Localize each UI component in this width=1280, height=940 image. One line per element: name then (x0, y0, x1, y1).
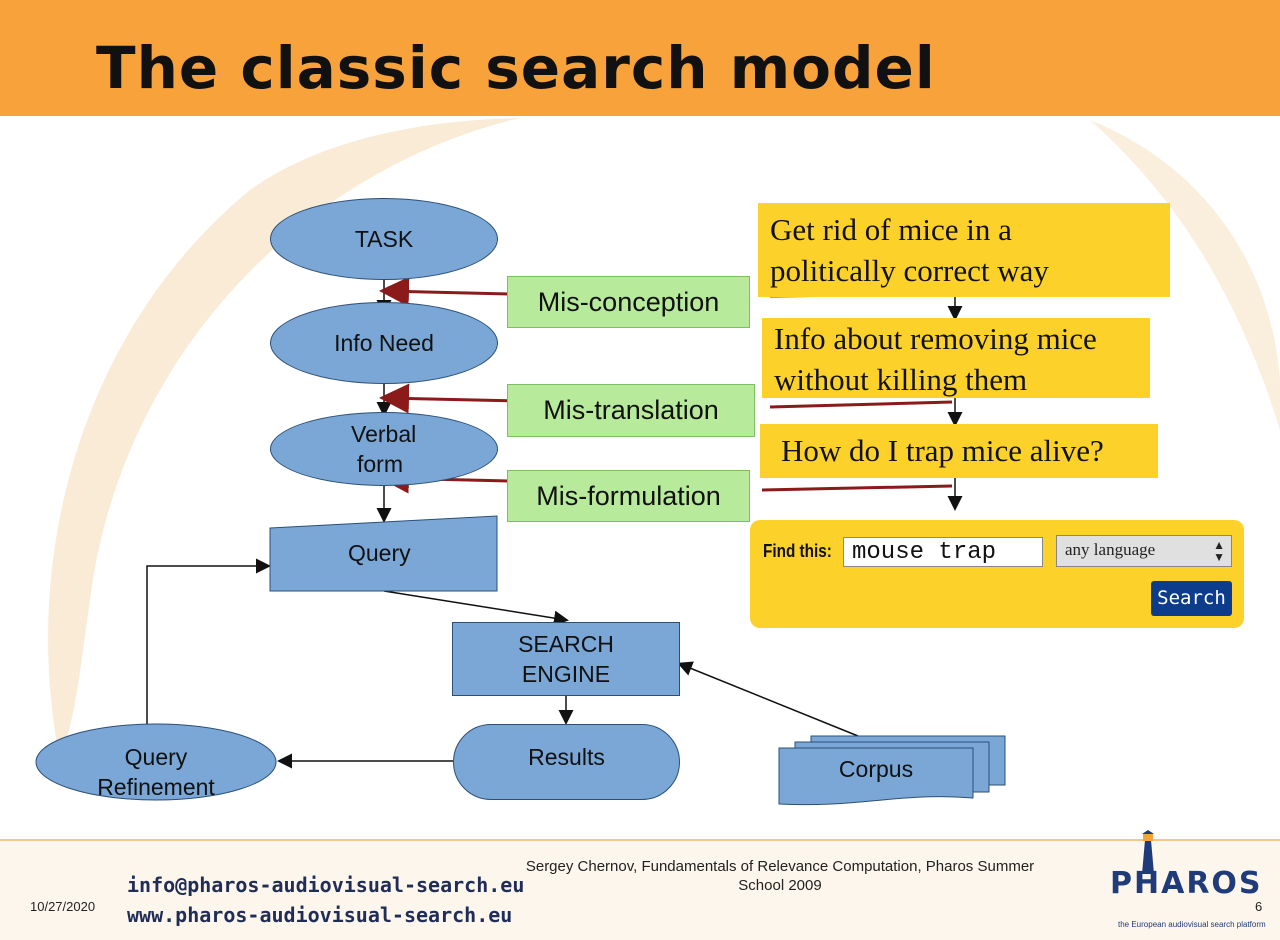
corpus-label: Corpus (838, 756, 914, 782)
example-task-box: Get rid of mice in a politically correct… (758, 203, 1170, 297)
query-shape (269, 515, 498, 592)
arrow-corpus-engine (677, 661, 859, 737)
example-task-line-2: politically correct way (770, 253, 1049, 288)
example-info-line-2: without killing them (774, 362, 1028, 397)
search-engine-label-2: ENGINE (521, 661, 611, 687)
footer-email[interactable]: info@pharos-audiovisual-search.eu (127, 873, 525, 897)
results-node: Results (453, 724, 680, 800)
footer-band (0, 841, 1280, 940)
query-label: Query (348, 540, 411, 566)
verbal-form-label-1: Verbal (351, 421, 417, 447)
example-verbal-box: How do I trap mice alive? (760, 424, 1158, 478)
query-refinement-node: Query Refinement (36, 742, 276, 802)
example-info-line-1: Info about removing mice (774, 321, 1097, 356)
error-arrow-ex2 (769, 400, 953, 409)
header-bar (0, 0, 1280, 116)
results-label: Results (528, 744, 605, 770)
decorative-swoosh-right (1090, 120, 1280, 430)
slide-title: The classic search model (96, 34, 936, 102)
footer-credit: Sergey Chernov, Fundamentals of Relevanc… (500, 857, 1060, 895)
select-updown-icon: ▲▼ (1213, 538, 1225, 564)
misformulation-box: Mis-formulation (507, 470, 750, 522)
misconception-label: Mis-conception (537, 286, 720, 317)
query-refinement-label-2: Refinement (97, 774, 215, 800)
language-select-value: any language (1065, 540, 1156, 559)
task-node: TASK (270, 198, 498, 280)
mistranslation-box: Mis-translation (507, 384, 755, 437)
footer-credit-line-2: School 2009 (738, 877, 822, 894)
task-label: TASK (354, 226, 414, 252)
footer-website[interactable]: www.pharos-audiovisual-search.eu (127, 903, 513, 927)
verbal-form-label-2: form (357, 451, 403, 477)
query-refinement-label-1: Query (124, 744, 188, 770)
info-need-label: Info Need (334, 330, 434, 356)
pharos-logo: PHAROS (1110, 866, 1263, 901)
search-query-input[interactable]: mouse trap (843, 537, 1043, 567)
misformulation-label: Mis-formulation (536, 480, 721, 511)
info-need-node: Info Need (270, 302, 498, 384)
example-verbal-text: How do I trap mice alive? (781, 433, 1104, 468)
footer-date: 10/27/2020 (30, 899, 96, 914)
verbal-form-node: Verbal form (270, 412, 498, 486)
language-select[interactable]: any language ▲▼ (1056, 535, 1232, 567)
search-engine-node: SEARCH ENGINE (452, 622, 680, 696)
lighthouse-icon (1142, 830, 1154, 874)
search-engine-label-1: SEARCH (518, 631, 614, 657)
page-number: 6 (1255, 899, 1263, 914)
find-this-label: Find this: (763, 541, 832, 561)
error-arrow-ex3 (761, 484, 953, 492)
pharos-tagline: the European audiovisual search platform (1118, 920, 1266, 929)
footer-credit-line-1: Sergey Chernov, Fundamentals of Relevanc… (525, 858, 1035, 875)
search-button[interactable]: Search (1151, 581, 1232, 616)
query-refinement-shape (35, 723, 277, 801)
decorative-swoosh (48, 118, 520, 760)
example-info-box: Info about removing mice without killing… (762, 318, 1150, 398)
example-task-line-1: Get rid of mice in a (770, 212, 1012, 247)
misconception-box: Mis-conception (507, 276, 750, 328)
arrow-refinement-query (146, 558, 271, 724)
mistranslation-label: Mis-translation (543, 395, 719, 425)
corpus-doc-front (778, 747, 974, 806)
arrow-query-engine (383, 590, 569, 626)
